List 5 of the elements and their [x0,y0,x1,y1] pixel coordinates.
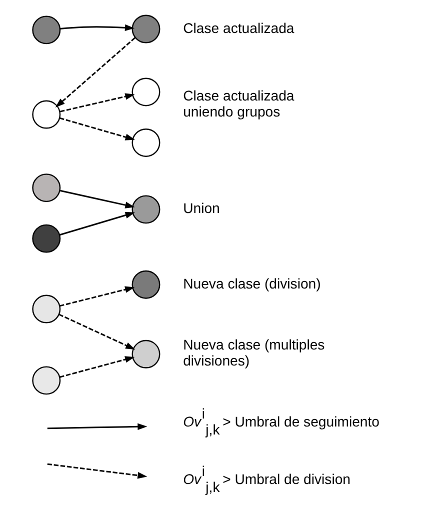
node-label: Clase actualizada [182,20,294,36]
node-label: Nueva clase (multiples divisiones) [182,336,324,368]
label: Clase actualizada uniendo grupos [182,87,294,120]
node-label: Union [182,200,220,216]
node-label: Nueva clase (division) [182,275,320,292]
